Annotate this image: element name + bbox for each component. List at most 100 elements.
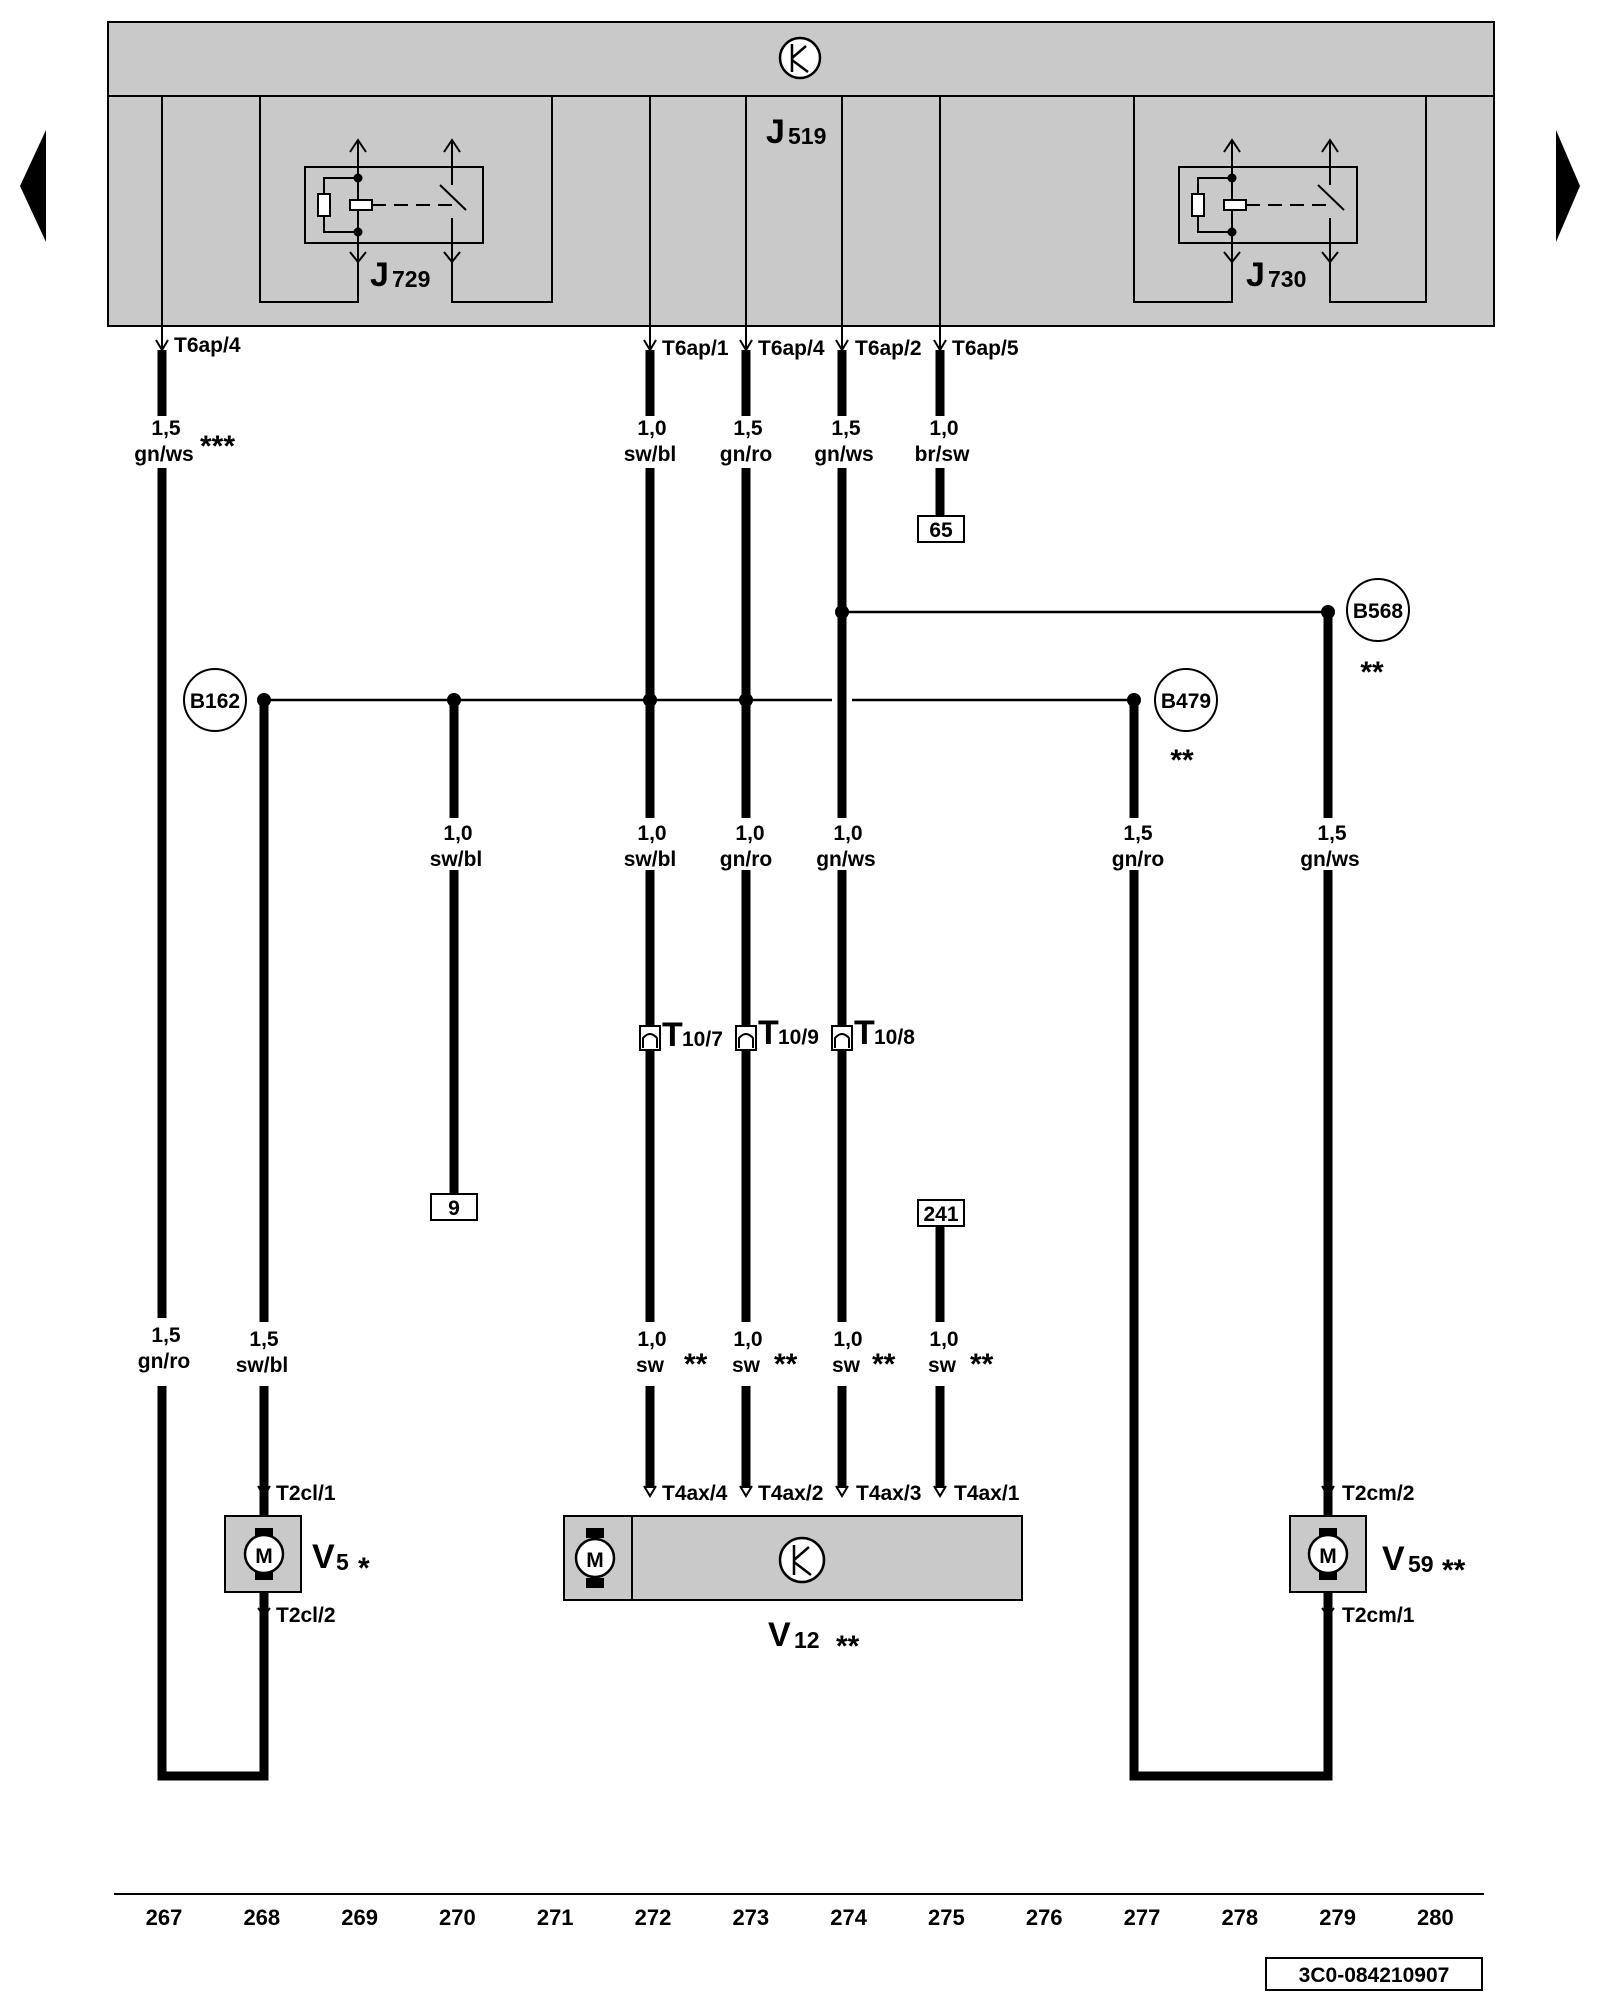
- wire-color: sw/bl: [430, 848, 483, 871]
- wire-color: sw: [732, 1354, 761, 1377]
- pin-t2cl-1: T2cl/1: [276, 1482, 336, 1505]
- wire-size: 1,0: [443, 822, 472, 845]
- control-unit-subscript: 519: [788, 123, 826, 149]
- svg-text:65: 65: [929, 519, 953, 542]
- wire-color: gn/ws: [814, 443, 874, 466]
- connector-t6ap-5: T6ap/5: [952, 337, 1019, 360]
- ref-box-65: 65: [917, 515, 965, 543]
- wire-color: gn/ro: [138, 1350, 191, 1373]
- motor-v12-subscript: 12: [794, 1627, 820, 1653]
- connector-t10-7-name: T: [662, 1016, 683, 1054]
- wire-size: 1,0: [637, 417, 666, 440]
- document-id: 3C0-084210907: [1265, 1957, 1483, 1991]
- pin-t4ax-1: T4ax/1: [954, 1482, 1020, 1505]
- wire-size: 1,5: [249, 1328, 279, 1351]
- motor-v12-note: **: [836, 1630, 860, 1663]
- wire-size: 1,0: [929, 417, 958, 440]
- column-number: 269: [341, 1905, 378, 1930]
- pin-t4ax-3: T4ax/3: [856, 1482, 921, 1505]
- upper-wire-labels: 1,5 gn/ws *** 1,0 sw/bl 1,5 gn/ro 1,5 gn…: [134, 417, 970, 466]
- column-number: 268: [243, 1905, 280, 1930]
- column-number: 271: [537, 1905, 574, 1930]
- motor-v5-note: *: [358, 1552, 370, 1585]
- junction-dots: [257, 605, 1335, 707]
- pin-t4ax-4: T4ax/4: [662, 1482, 728, 1505]
- pin-t2cm-1: T2cm/1: [1342, 1604, 1415, 1627]
- electronic-module-icon: [778, 1536, 826, 1584]
- bus-lines: [264, 610, 1328, 702]
- column-number: 272: [635, 1905, 672, 1930]
- previous-page-arrow-icon[interactable]: [20, 130, 46, 242]
- svg-text:9: 9: [448, 1197, 460, 1220]
- motor-v59-subscript: 59: [1408, 1551, 1434, 1577]
- electronic-module-icon: [778, 36, 822, 80]
- connector-t10-9-name: T: [758, 1014, 779, 1052]
- motor-icon: [574, 1537, 616, 1579]
- pin-t4ax-2: T4ax/2: [758, 1482, 823, 1505]
- motor-symbol: M: [586, 1549, 604, 1572]
- motor-v12: M V 12 **: [563, 1515, 1023, 1663]
- wire-size: 1,0: [833, 1328, 862, 1351]
- svg-text:**: **: [1360, 656, 1384, 689]
- wire-size: 1,5: [151, 1324, 181, 1347]
- svg-text:3C0-084210907: 3C0-084210907: [1299, 1964, 1450, 1987]
- connector-t6ap-4-left: T6ap/4: [174, 334, 241, 357]
- top-connector-pins: [155, 326, 947, 352]
- relay-j730-subscript: 730: [1268, 266, 1306, 292]
- svg-text:**: **: [1170, 744, 1194, 777]
- column-number: 278: [1221, 1905, 1258, 1930]
- wire-color: gn/ro: [720, 848, 773, 871]
- inline-connector-symbols: [639, 1025, 853, 1051]
- wire-color: br/sw: [915, 443, 971, 466]
- wire-note: ***: [200, 430, 235, 463]
- wire-size: 1,0: [637, 1328, 666, 1351]
- wire-color: gn/ro: [1112, 848, 1165, 871]
- connector-t10-8-subscript: 10/8: [874, 1026, 915, 1049]
- wire-color: sw/bl: [624, 443, 677, 466]
- relay-j729-name: J: [370, 256, 389, 294]
- wire-color: gn/ws: [134, 443, 194, 466]
- wire-note: **: [970, 1348, 994, 1381]
- pin-t2cm-2: T2cm/2: [1342, 1482, 1414, 1505]
- wire-color: gn/ro: [720, 443, 773, 466]
- wire-size: 1,0: [735, 822, 764, 845]
- svg-text:B568: B568: [1353, 600, 1404, 623]
- next-page-arrow-icon[interactable]: [1556, 130, 1580, 242]
- relay-j730: J 730: [1178, 138, 1358, 294]
- connector-t6ap-2: T6ap/2: [855, 337, 922, 360]
- column-number: 279: [1319, 1905, 1356, 1930]
- wire-note: **: [684, 1348, 708, 1381]
- junction-b479: B479 **: [1154, 668, 1218, 777]
- lower-wire-labels: 1,5 gn/ro 1,5 sw/bl 1,0 sw ** 1,0 sw ** …: [138, 1324, 994, 1381]
- pin-t2cl-2: T2cl/2: [276, 1604, 336, 1627]
- junction-b162: B162: [183, 668, 247, 732]
- column-number: 267: [146, 1905, 183, 1930]
- motor-symbol: M: [255, 1545, 273, 1568]
- column-number: 275: [928, 1905, 965, 1930]
- wire-size: 1,5: [733, 417, 763, 440]
- wire-size: 1,0: [929, 1328, 958, 1351]
- column-number: 273: [732, 1905, 769, 1930]
- wire-color: sw/bl: [236, 1354, 289, 1377]
- motor-icon: [243, 1533, 285, 1575]
- motor-v12-name: V: [768, 1616, 791, 1654]
- connector-t10-8-name: T: [854, 1014, 875, 1052]
- column-number: 274: [830, 1905, 867, 1930]
- wire-color: gn/ws: [816, 848, 876, 871]
- motor-v59-note: **: [1442, 1554, 1466, 1587]
- motor-symbol: M: [1319, 1545, 1337, 1568]
- column-number: 276: [1026, 1905, 1063, 1930]
- wire-size: 1,5: [831, 417, 861, 440]
- wire-color: sw/bl: [624, 848, 677, 871]
- column-number: 270: [439, 1905, 476, 1930]
- motor-v5: M V 5 *: [224, 1515, 370, 1616]
- junction-b568: B568 **: [1346, 578, 1410, 689]
- wire-size: 1,5: [151, 417, 181, 440]
- wires: [157, 350, 1333, 1781]
- motor-v59-name: V: [1382, 1540, 1405, 1578]
- connector-t6ap-4: T6ap/4: [758, 337, 825, 360]
- control-unit-name: J: [766, 113, 785, 151]
- wire-note: **: [774, 1348, 798, 1381]
- ref-box-241: 241: [917, 1199, 965, 1227]
